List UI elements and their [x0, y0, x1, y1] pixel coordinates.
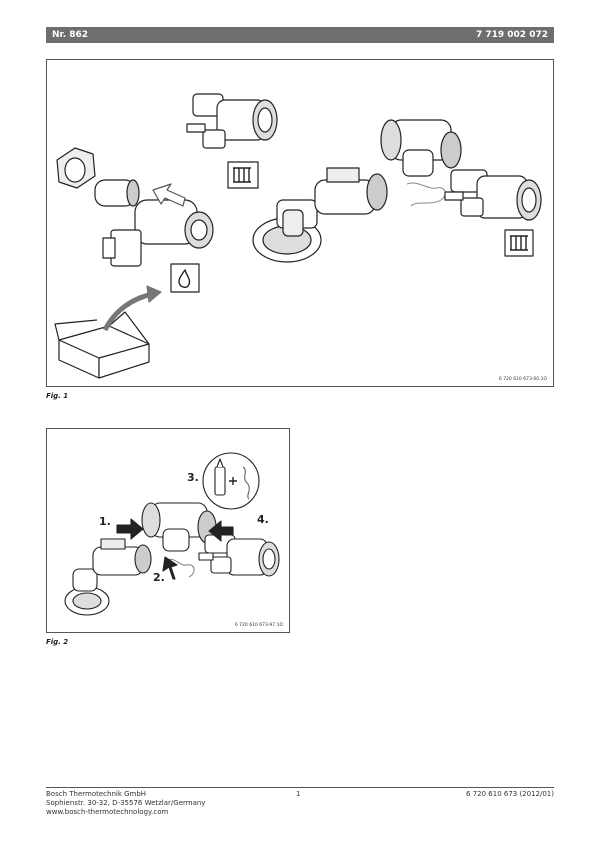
- arrow-step-4: [208, 520, 234, 542]
- tee-fitting-top: [186, 93, 278, 149]
- sealant-callout: [202, 452, 260, 510]
- footer-company: Bosch Thermotechnik GmbH: [46, 790, 147, 798]
- tee-fitting-right-bottom: [444, 169, 542, 221]
- radiator-symbol-right: [504, 229, 534, 257]
- ball-valve-assembly: [64, 538, 152, 616]
- figure-1-code: 6 720 610 673-00.1O: [498, 377, 547, 382]
- direction-arrow: [152, 183, 186, 207]
- spring-clip: [406, 182, 446, 207]
- ball-valve-right: [252, 167, 388, 263]
- package-box: [54, 311, 150, 379]
- figure-2-illustration: [64, 452, 280, 616]
- footer-company-block: Bosch Thermotechnik GmbH Sophienstr. 30-…: [46, 790, 205, 817]
- footer-address: Sophienstr. 30-32, D-35576 Wetzlar/Germa…: [46, 799, 206, 807]
- step-label-2: 2.: [153, 571, 165, 584]
- radiator-symbol-top: [227, 161, 259, 189]
- figure-2-code: 6 720 610 673-97.1O: [234, 623, 283, 628]
- tee-fitting-center: [141, 502, 217, 552]
- page-number: 1: [296, 790, 301, 798]
- spring-clip: [164, 558, 195, 578]
- arrow-step-1: [116, 518, 144, 540]
- tee-fitting-right: [198, 534, 280, 577]
- nipple-left: [94, 179, 140, 207]
- step-label-1: 1.: [99, 515, 111, 528]
- header-bar: Nr. 862 7 719 002 072: [46, 27, 554, 43]
- footer-divider: [46, 787, 554, 788]
- tee-fitting-right-top: [380, 119, 462, 177]
- figure-1: 6 720 610 673-00.1O: [46, 59, 554, 387]
- step-label-4: 4.: [257, 513, 269, 526]
- figure-1-caption: Fig. 1: [46, 392, 69, 400]
- arrow-step-2: [162, 556, 178, 580]
- unpack-arrow: [102, 291, 154, 332]
- nut-left: [56, 147, 96, 189]
- footer-website: www.bosch-thermotechnology.com: [46, 808, 169, 816]
- document-number: Nr. 862: [52, 30, 89, 40]
- step-label-3: 3.: [187, 471, 199, 484]
- part-number: 7 719 002 072: [475, 30, 548, 40]
- gas-flame-symbol: [170, 263, 200, 293]
- tee-fitting-left: [102, 199, 214, 267]
- figure-1-illustration: [54, 93, 542, 379]
- figure-2: 1. 2. 3. 4. 6 720 610 673-97.1O: [46, 428, 290, 633]
- figure-2-caption: Fig. 2: [46, 638, 69, 646]
- document-reference: 6 720 610 673 (2012/01): [466, 790, 554, 798]
